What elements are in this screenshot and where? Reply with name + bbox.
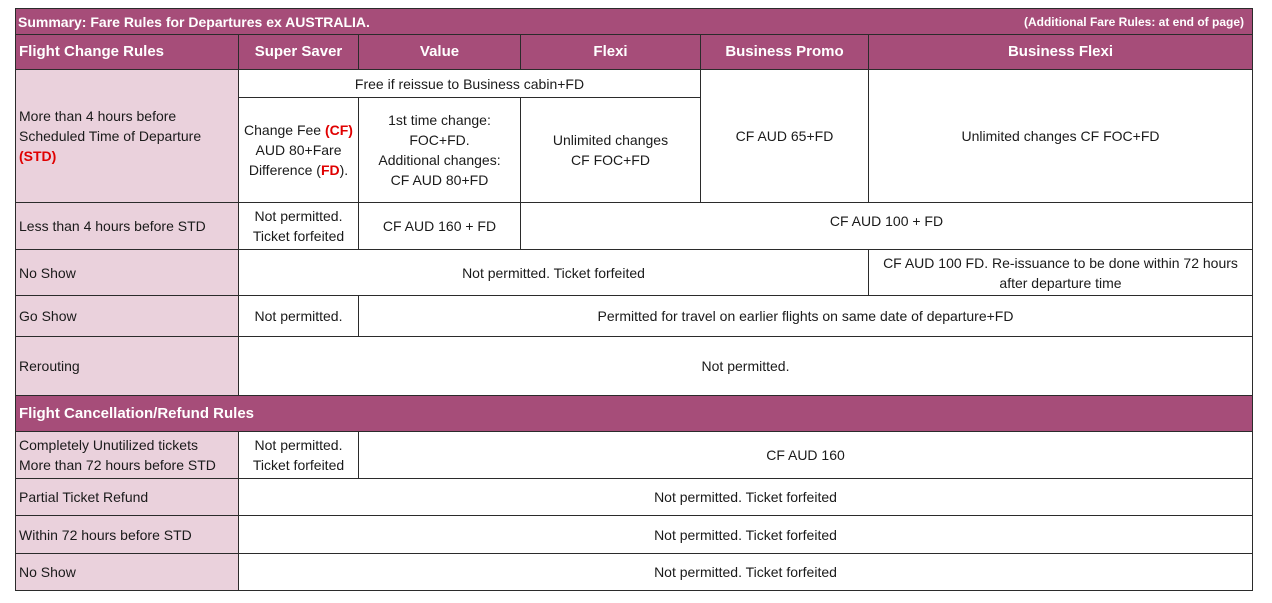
fare-rules-table: Summary: Fare Rules for Departures ex AU…: [15, 8, 1253, 591]
header-business-promo: Business Promo: [700, 34, 869, 70]
table-row: Go Show Not permitted. Permitted for tra…: [15, 295, 1253, 337]
cell-line: CF FOC+FD: [571, 152, 650, 168]
additional-rules-note: (Additional Fare Rules: at end of page): [1023, 14, 1244, 29]
rest-less-than-4h: CF AUD 100 + FD: [520, 202, 1253, 250]
business-promo-more-than-4h: CF AUD 65+FD: [700, 69, 869, 203]
fare-rules-container: Summary: Fare Rules for Departures ex AU…: [15, 8, 1253, 591]
cell-line: Ticket forfeited: [252, 457, 345, 473]
flexi-more-than-4h: Unlimited changes CF FOC+FD: [520, 97, 701, 203]
header-business-flexi: Business Flexi: [868, 34, 1253, 70]
row-label-unutilized: Completely Unutilized tickets More than …: [15, 431, 239, 479]
cell-line: FOC+FD.: [409, 132, 470, 148]
cancel-no-show-all: Not permitted. Ticket forfeited: [238, 553, 1253, 591]
no-show-main: Not permitted. Ticket forfeited: [238, 249, 869, 296]
cell-line: 1st time change:: [388, 112, 491, 128]
partial-refund-all: Not permitted. Ticket forfeited: [238, 478, 1253, 516]
header-flexi: Flexi: [520, 34, 701, 70]
value-less-than-4h: CF AUD 160 + FD: [358, 202, 521, 250]
section-row: Flight Cancellation/Refund Rules: [15, 395, 1253, 432]
std-code: (STD): [19, 148, 57, 164]
label-line: Completely Unutilized tickets: [19, 437, 198, 453]
row-label-no-show: No Show: [15, 249, 239, 296]
cell-line: Additional changes:: [378, 152, 501, 168]
business-flexi-no-show: CF AUD 100 FD. Re-issuance to be done wi…: [868, 249, 1253, 296]
cell-line: Not permitted.: [254, 208, 343, 224]
cell-text: ).: [339, 162, 349, 178]
cell-line: Not permitted.: [254, 437, 343, 453]
super-saver-go-show: Not permitted.: [238, 295, 359, 337]
table-row: Rerouting Not permitted.: [15, 336, 1253, 396]
fd-code: FD: [320, 162, 340, 178]
super-saver-unutilized: Not permitted. Ticket forfeited: [238, 431, 359, 479]
rest-unutilized: CF AUD 160: [358, 431, 1253, 479]
rest-go-show: Permitted for travel on earlier flights …: [358, 295, 1253, 337]
header-flight-change-rules: Flight Change Rules: [15, 34, 239, 70]
header-row: Flight Change Rules Super Saver Value Fl…: [15, 34, 1253, 70]
label-text: More than 4 hours before Scheduled Time …: [19, 108, 202, 144]
cell-line: Unlimited changes: [552, 132, 669, 148]
section-title-cancellation: Flight Cancellation/Refund Rules: [15, 395, 1253, 432]
table-row: Within 72 hours before STD Not permitted…: [15, 515, 1253, 554]
business-flexi-more-than-4h: Unlimited changes CF FOC+FD: [868, 69, 1253, 203]
cell-text: AUD 80+Fare Difference (: [248, 142, 342, 178]
table-row: Partial Ticket Refund Not permitted. Tic…: [15, 478, 1253, 516]
business-reissue-cell: Free if reissue to Business cabin+FD: [238, 69, 701, 98]
table-row: No Show Not permitted. Ticket forfeited …: [15, 249, 1253, 296]
table-row: Less than 4 hours before STD Not permitt…: [15, 202, 1253, 250]
row-label-less-than-4h: Less than 4 hours before STD: [15, 202, 239, 250]
table-row: No Show Not permitted. Ticket forfeited: [15, 553, 1253, 591]
cell-line: Ticket forfeited: [252, 228, 345, 244]
super-saver-more-than-4h: Change Fee (CF) AUD 80+Fare Difference (…: [238, 97, 359, 203]
row-label-more-than-4h: More than 4 hours before Scheduled Time …: [15, 69, 239, 203]
cell-line: CF AUD 80+FD: [390, 172, 489, 188]
header-super-saver: Super Saver: [238, 34, 359, 70]
cell-text: Change Fee: [244, 122, 325, 138]
table-row: Completely Unutilized tickets More than …: [15, 431, 1253, 479]
banner-cell: Summary: Fare Rules for Departures ex AU…: [15, 8, 1253, 35]
row-label-rerouting: Rerouting: [15, 336, 239, 396]
banner-row: Summary: Fare Rules for Departures ex AU…: [15, 8, 1253, 35]
table-row: More than 4 hours before Scheduled Time …: [15, 69, 1253, 203]
page-title: Summary: Fare Rules for Departures ex AU…: [18, 13, 370, 30]
rerouting-all: Not permitted.: [238, 336, 1253, 396]
super-saver-less-than-4h: Not permitted. Ticket forfeited: [238, 202, 359, 250]
value-more-than-4h: 1st time change: FOC+FD. Additional chan…: [358, 97, 521, 203]
within-72h-all: Not permitted. Ticket forfeited: [238, 515, 1253, 554]
row-label-within-72h: Within 72 hours before STD: [15, 515, 239, 554]
row-label-cancel-no-show: No Show: [15, 553, 239, 591]
row-label-go-show: Go Show: [15, 295, 239, 337]
label-line: More than 72 hours before STD: [19, 457, 216, 473]
cf-code: (CF): [324, 122, 353, 138]
row-label-partial-refund: Partial Ticket Refund: [15, 478, 239, 516]
header-value: Value: [358, 34, 521, 70]
